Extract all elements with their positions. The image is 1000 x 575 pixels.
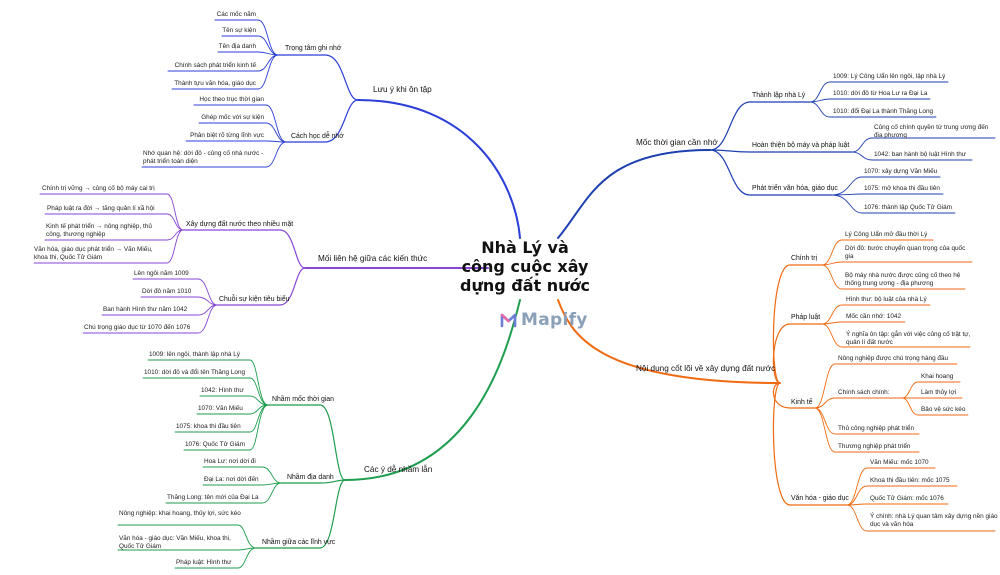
- leaf-item[interactable]: 1076: Quốc Tử Giám: [185, 441, 245, 448]
- leaf-item[interactable]: Pháp luật: Hình thư: [176, 559, 232, 566]
- leaf-item[interactable]: Các mốc năm: [216, 11, 256, 18]
- leaf-item[interactable]: 1070: xây dựng Văn Miếu: [864, 168, 938, 175]
- leaf-item[interactable]: Bảo vệ sức kéo: [921, 406, 966, 413]
- leaf-item[interactable]: Chính sách phát triển kinh tế: [174, 62, 256, 69]
- node-chinh-tri[interactable]: Chính trị: [791, 255, 818, 262]
- leaf-item[interactable]: Hình thư: bộ luật của nhà Lý: [846, 296, 927, 303]
- leaf-item[interactable]: Chú trọng giáo dục từ 1070 đến 1076: [84, 324, 191, 331]
- leaf-item[interactable]: Ý chính: nhà Lý quan tâm xây dựng nền gi…: [870, 513, 998, 528]
- leaf-item[interactable]: 1075: khoa thi đầu tiên: [176, 423, 241, 430]
- node-hoan-thien-bo-may[interactable]: Hoàn thiện bộ máy và pháp luật: [752, 142, 850, 149]
- node-trong-tam-ghi-nho[interactable]: Trọng tâm ghi nhớ: [285, 45, 342, 52]
- leaf-item[interactable]: 1010: dời đô và đổi tên Thăng Long: [144, 369, 246, 376]
- leaf-item[interactable]: Đại La: nơi dời đến: [204, 476, 259, 483]
- node-nham-linh-vuc[interactable]: Nhầm giữa các lĩnh vực: [262, 539, 336, 546]
- leaf-item[interactable]: Khai hoang: [921, 373, 954, 380]
- leaf-item[interactable]: 1042: Hình thư: [201, 387, 244, 394]
- leaf-item[interactable]: Nhớ quan hệ: dời đô - củng cố nhà nước -…: [143, 150, 264, 165]
- leaf-item[interactable]: Kinh tế phát triển → nông nghiệp, thủ cô…: [46, 223, 152, 238]
- leaf-item[interactable]: Ý nghĩa ôn tập: gắn với việc củng cố trậ…: [846, 331, 971, 346]
- branch-de-nham-lan[interactable]: Các ý dễ nhầm lẫn: [364, 465, 433, 474]
- node-cach-hoc-de-nho[interactable]: Cách học dễ nhớ: [291, 133, 344, 140]
- leaf-item[interactable]: 1042: ban hành bộ luật Hình thư: [874, 151, 967, 158]
- leaf-item[interactable]: Thăng Long: tên mới của Đại La: [167, 494, 259, 501]
- branch-noi-dung-cot-loi[interactable]: Nội dung cốt lõi về xây dựng đất nước: [636, 364, 776, 373]
- leaf-item[interactable]: 1010: đổi Đại La thành Thăng Long: [833, 108, 934, 115]
- leaf-item[interactable]: Ghép mốc với sự kiện: [201, 114, 264, 121]
- node-nham-moc-thoi-gian[interactable]: Nhầm mốc thời gian: [272, 396, 334, 403]
- node-phap-luat[interactable]: Pháp luật: [791, 314, 821, 321]
- leaf-item[interactable]: Học theo trục thời gian: [199, 96, 264, 103]
- node-thanh-lap-nha-ly[interactable]: Thành lập nhà Lý: [752, 92, 806, 99]
- mapify-logo-icon: [500, 313, 517, 328]
- branch-moc-thoi-gian[interactable]: Mốc thời gian cần nhớ: [636, 138, 718, 147]
- leaf-item[interactable]: Nông nghiệp: khai hoang, thủy lợi, sức k…: [119, 510, 241, 517]
- logo-text: Mapify: [521, 310, 588, 330]
- leaf-item[interactable]: Củng cố chính quyền từ trung ương đến đị…: [874, 124, 989, 139]
- leaf-item[interactable]: 1076: thành lập Quốc Tử Giám: [864, 204, 952, 211]
- leaf-item[interactable]: Tên sự kiện: [222, 27, 256, 34]
- mapify-logo: Mapify: [500, 309, 588, 331]
- leaf-item[interactable]: Dời đô năm 1010: [142, 288, 192, 295]
- branch-luu-y-on-tap[interactable]: Lưu ý khi ôn tập: [373, 85, 432, 94]
- leaf-item[interactable]: Lý Công Uẩn mở đầu thời Lý: [845, 231, 928, 238]
- leaf-item[interactable]: Mốc cần nhớ: 1042: [846, 313, 901, 320]
- leaf-item[interactable]: Phân biệt rõ từng lĩnh vực: [190, 132, 264, 139]
- leaf-item[interactable]: Ban hành Hình thư năm 1042: [103, 306, 188, 313]
- node-van-hoa-giao-duc[interactable]: Văn hóa - giáo dục: [791, 495, 849, 502]
- leaf-item[interactable]: Thủ công nghiệp phát triển: [838, 425, 915, 432]
- leaf-item[interactable]: Thương nghiệp phát triển: [838, 443, 911, 450]
- node-nham-dia-danh[interactable]: Nhầm địa danh: [287, 474, 334, 481]
- node-xay-dung-nhieu-mat[interactable]: Xây dựng đất nước theo nhiều mặt: [186, 221, 294, 228]
- leaf-item[interactable]: Lên ngôi năm 1009: [134, 270, 189, 277]
- leaf-item[interactable]: Văn Miếu: mốc 1070: [870, 459, 929, 466]
- leaf-item[interactable]: Quốc Tử Giám: mốc 1076: [870, 495, 944, 502]
- leaf-item[interactable]: Pháp luật ra đời → tăng quản lí xã hội: [47, 205, 155, 212]
- node-chinh-sach-chinh[interactable]: Chính sách chính:: [838, 389, 890, 396]
- leaf-item[interactable]: 1009: lên ngôi, thành lập nhà Lý: [149, 351, 240, 358]
- leaf-item[interactable]: Văn hóa - giáo dục: Văn Miếu, khoa thi, …: [119, 535, 231, 550]
- leaf-item[interactable]: 1009: Lý Công Uẩn lên ngôi, lập nhà Lý: [833, 73, 946, 80]
- leaf-item[interactable]: Nông nghiệp được chú trọng hàng đầu: [838, 355, 949, 362]
- leaf-item[interactable]: Dời đô: bước chuyển quan trọng của quốc …: [845, 245, 966, 260]
- leaf-item[interactable]: 1010: dời đô từ Hoa Lư ra Đại La: [833, 90, 928, 97]
- node-kinh-te[interactable]: Kinh tế: [791, 399, 813, 406]
- node-phat-trien-van-hoa[interactable]: Phát triển văn hóa, giáo dục: [752, 185, 838, 192]
- leaf-item[interactable]: Chính trị vững → củng cố bộ máy cai trị: [42, 185, 155, 192]
- node-chuoi-su-kien[interactable]: Chuỗi sự kiện tiêu biểu: [219, 296, 290, 303]
- leaf-item[interactable]: 1070: Văn Miếu: [198, 405, 243, 412]
- branch-moi-lien-he[interactable]: Mối liên hệ giữa các kiến thức: [318, 254, 428, 263]
- leaf-item[interactable]: Tên địa danh: [218, 43, 256, 50]
- leaf-item[interactable]: Làm thủy lợi: [921, 389, 957, 396]
- leaf-item[interactable]: Văn hóa, giáo dục phát triển → Văn Miếu,…: [34, 246, 153, 261]
- leaf-item[interactable]: Hoa Lư: nơi dời đi: [204, 458, 256, 465]
- leaf-item[interactable]: Bộ máy nhà nước được củng cố theo hệ thố…: [845, 272, 961, 287]
- leaf-item[interactable]: Thành tựu văn hóa, giáo dục: [174, 80, 256, 87]
- leaf-item[interactable]: Khoa thi đầu tiên: mốc 1075: [870, 477, 950, 484]
- central-topic[interactable]: Nhà Lý và công cuộc xây dựng đất nước: [460, 238, 590, 295]
- leaf-item[interactable]: 1075: mở khoa thi đầu tiên: [864, 185, 940, 192]
